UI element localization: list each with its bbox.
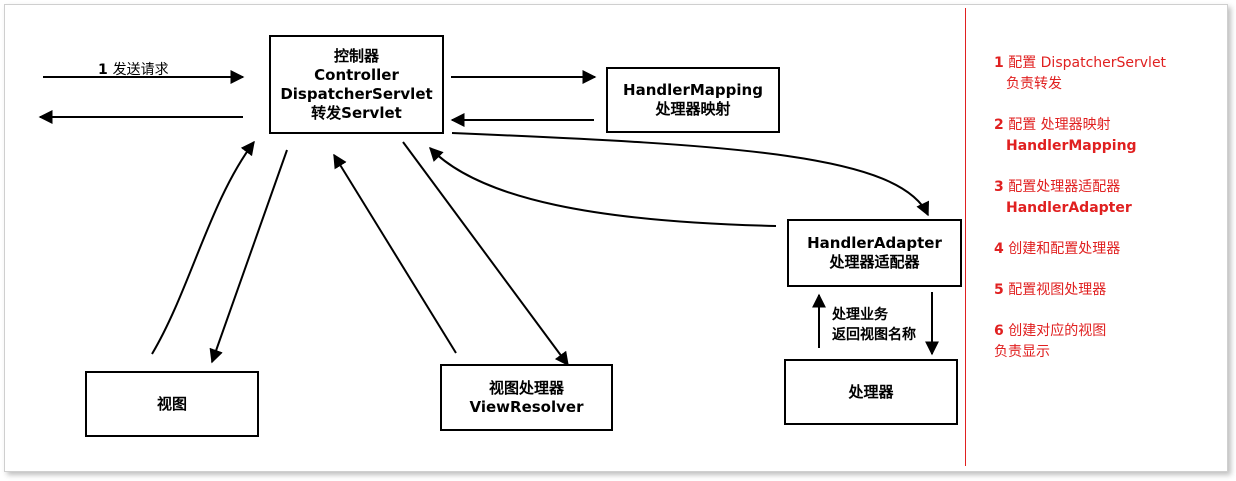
- step-text: 创建和配置处理器: [1008, 241, 1121, 257]
- arrow-from-view: [151, 140, 255, 355]
- step-number: 4: [994, 241, 1004, 257]
- handler-box: 处理器: [784, 359, 958, 425]
- handler-mapping-box: HandlerMapping 处理器映射: [606, 67, 780, 133]
- step-number: 2: [994, 117, 1004, 133]
- dispatcher-servlet-name: DispatcherServlet: [280, 84, 433, 103]
- controller-name: Controller: [314, 65, 399, 84]
- view-box: 视图: [85, 371, 259, 437]
- step-number: 1: [994, 55, 1004, 71]
- handler-mapping-subtitle: 处理器映射: [655, 100, 731, 118]
- config-step: 6 创建对应的视图 负责显示: [994, 321, 1166, 363]
- step-text: 配置处理器适配器: [1008, 179, 1121, 195]
- arrow-to-view: [209, 149, 288, 364]
- handler-mapping-name: HandlerMapping: [623, 81, 763, 99]
- step-text: 配置视图处理器: [1008, 282, 1107, 298]
- arrow-to-handler-adapter: [451, 132, 929, 217]
- handler-title: 处理器: [848, 382, 894, 401]
- config-step: 1 配置 DispatcherServlet 负责转发: [994, 53, 1166, 95]
- controller-box: 控制器 Controller DispatcherServlet 转发Servl…: [269, 35, 444, 134]
- arrow-from-handler-adapter: [429, 146, 777, 227]
- business-label-line1: 处理业务: [832, 307, 888, 323]
- handler-adapter-box: HandlerAdapter 处理器适配器: [787, 219, 962, 287]
- send-request-number: 1: [98, 62, 108, 78]
- controller-title: 控制器: [333, 46, 379, 65]
- view-resolver-name: ViewResolver: [469, 397, 584, 416]
- step-number: 3: [994, 179, 1004, 195]
- separator-line: [965, 8, 966, 466]
- view-resolver-box: 视图处理器 ViewResolver: [440, 364, 613, 431]
- controller-subtitle: 转发Servlet: [311, 103, 402, 122]
- step-text-line2: 负责转发: [1006, 76, 1062, 92]
- config-step: 2 配置 处理器映射 HandlerMapping: [994, 115, 1166, 157]
- step-number: 5: [994, 282, 1004, 298]
- step-text: 配置 DispatcherServlet: [1008, 55, 1167, 71]
- view-title: 视图: [156, 394, 187, 413]
- view-resolver-subtitle: 视图处理器: [488, 378, 564, 397]
- arrow-from-view-resolver: [333, 153, 457, 354]
- step-text-line2: HandlerAdapter: [1006, 200, 1132, 216]
- handler-adapter-subtitle: 处理器适配器: [829, 253, 920, 271]
- config-steps: 1 配置 DispatcherServlet 负责转发 2 配置 处理器映射 H…: [994, 53, 1166, 383]
- step-number: 6: [994, 323, 1004, 339]
- business-label-line2: 返回视图名称: [832, 327, 916, 343]
- step-text-line2: HandlerMapping: [1006, 138, 1137, 154]
- send-request-text: 发送请求: [112, 62, 169, 78]
- send-request-label: 1 发送请求: [98, 59, 169, 79]
- config-step: 4 创建和配置处理器: [994, 239, 1166, 260]
- step-text-line2: 负责显示: [994, 344, 1050, 360]
- config-step: 5 配置视图处理器: [994, 280, 1166, 301]
- handler-adapter-name: HandlerAdapter: [807, 234, 942, 252]
- step-text: 配置 处理器映射: [1008, 117, 1111, 133]
- config-step: 3 配置处理器适配器 HandlerAdapter: [994, 177, 1166, 219]
- arrow-to-view-resolver: [402, 141, 569, 367]
- business-label: 处理业务 返回视图名称: [832, 305, 916, 345]
- step-text: 创建对应的视图: [1008, 323, 1107, 339]
